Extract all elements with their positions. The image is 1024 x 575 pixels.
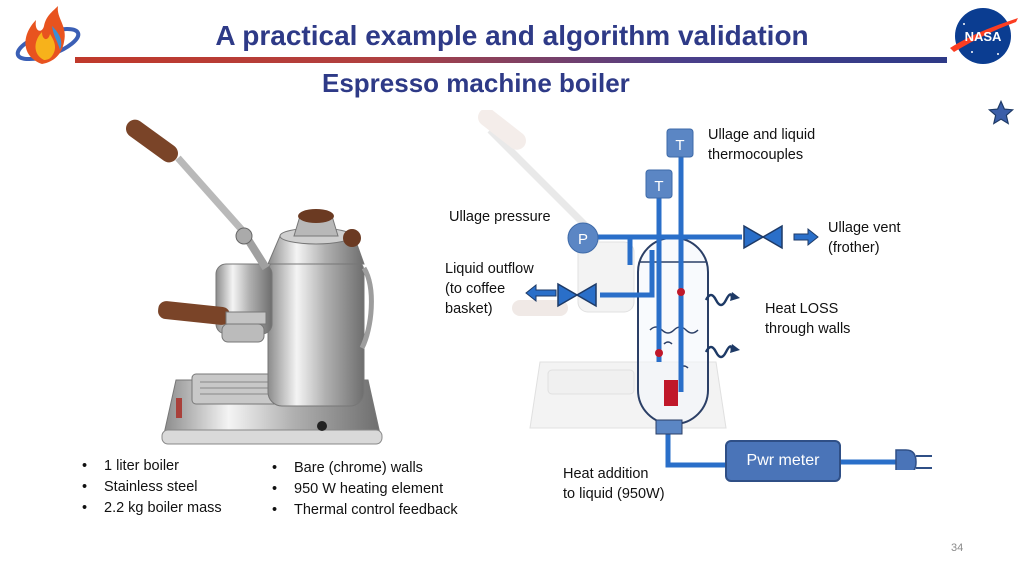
- thermocouple-lower: T: [645, 169, 673, 199]
- flame-logo: [15, 6, 81, 64]
- page-title: A practical example and algorithm valida…: [215, 20, 809, 51]
- star-icon: [987, 99, 1015, 125]
- sensor-p-label: P: [578, 231, 588, 248]
- list-item: Thermal control feedback: [270, 500, 458, 521]
- nasa-logo: NASA: [950, 8, 1018, 64]
- ullage-vent-label: Ullage vent (frother): [828, 220, 901, 256]
- vent-valve-icon: [743, 224, 783, 250]
- vent-arrow-icon: [793, 227, 819, 247]
- outflow-arrow-icon: [525, 283, 557, 303]
- list-item: 2.2 kg boiler mass: [80, 498, 222, 519]
- thermocouples-label: Ullage and liquid thermocouples: [708, 127, 816, 163]
- liquid-outflow-label: Liquid outflow (to coffee basket): [445, 261, 534, 317]
- page-number: 34: [951, 542, 964, 554]
- boiler-schematic: T T P: [470, 110, 950, 470]
- list-item: 950 W heating element: [270, 479, 458, 500]
- heat-addition-label: Heat addition to liquid (950W): [563, 466, 665, 502]
- list-item: Bare (chrome) walls: [270, 458, 458, 479]
- heat-loss-lower-icon: [704, 345, 734, 359]
- sensor-t2-label: T: [654, 178, 663, 195]
- list-item: 1 liter boiler: [80, 456, 222, 477]
- title-divider: [75, 57, 947, 63]
- list-item: Stainless steel: [80, 477, 222, 498]
- outflow-valve-icon: [557, 282, 597, 308]
- espresso-machine-photo: [118, 118, 388, 452]
- power-plug-icon: [895, 449, 932, 470]
- specs-list-left: 1 liter boiler Stainless steel 2.2 kg bo…: [80, 456, 222, 519]
- specs-list-right: Bare (chrome) walls 950 W heating elemen…: [270, 458, 458, 521]
- pressure-sensor: P: [567, 222, 599, 254]
- power-meter-box: Pwr meter: [725, 440, 841, 482]
- heat-loss-label: Heat LOSS through walls: [765, 301, 851, 337]
- thermocouple-upper: T: [666, 128, 694, 158]
- svg-text:NASA: NASA: [965, 29, 1002, 44]
- sensor-t1-label: T: [675, 137, 684, 154]
- ullage-pressure-label: Ullage pressure: [449, 209, 551, 225]
- page-subtitle: Espresso machine boiler: [322, 68, 630, 98]
- heat-loss-upper-icon: [704, 293, 734, 307]
